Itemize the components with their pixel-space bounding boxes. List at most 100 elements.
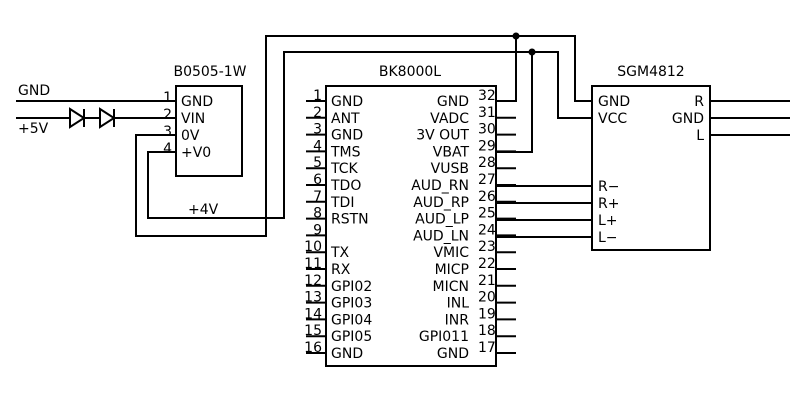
pin-label: RX	[331, 262, 351, 278]
pin-label: GPI02	[331, 279, 372, 295]
pin-number: 21	[478, 273, 496, 289]
pin-number: 16	[304, 340, 322, 356]
pin-label: L+	[598, 213, 618, 229]
pin-number: 25	[478, 206, 496, 222]
b0505-title: B0505-1W	[173, 64, 246, 80]
pin-label: GND	[672, 111, 704, 127]
junction-dot	[512, 32, 520, 40]
diode-icon	[84, 107, 122, 129]
pin-label: INR	[445, 312, 470, 328]
pin-label: VMIC	[433, 245, 469, 261]
sgm4812-body	[591, 85, 711, 251]
pin-number: 27	[478, 172, 496, 188]
pin-label: VUSB	[431, 161, 469, 177]
pin-number: 20	[478, 290, 496, 306]
pin-number: 11	[304, 256, 322, 272]
pin-label: GPI03	[331, 296, 372, 312]
pin-number: 19	[478, 306, 496, 322]
pin-label: +V0	[181, 145, 211, 161]
pin-number: 13	[304, 290, 322, 306]
pin-number: 1	[163, 90, 172, 106]
pin-number: 2	[163, 107, 172, 123]
pin-number: 9	[313, 222, 322, 238]
pin-label: 3V OUT	[416, 128, 469, 144]
pin-label: 0V	[181, 128, 200, 144]
pin-number: 4	[313, 138, 322, 154]
pin-number: 12	[304, 273, 322, 289]
pin-label: ANT	[331, 111, 360, 127]
pin-number: 30	[478, 122, 496, 138]
pin-number: 14	[304, 306, 322, 322]
pin-label: GND	[331, 346, 363, 362]
pin-number: 2	[313, 105, 322, 121]
pin-label: GPI011	[419, 329, 469, 345]
b0505-pins: 1 GND 2 VIN 3 0V 4 +V0	[163, 90, 213, 161]
pin-number: 24	[478, 222, 496, 238]
pin-label: TX	[330, 245, 350, 261]
pin-label: L	[696, 128, 704, 144]
pin-label: GND	[598, 94, 630, 110]
pin-number: 17	[478, 340, 496, 356]
pin-label: GND	[181, 94, 213, 110]
pin-number: 5	[313, 155, 322, 171]
sgm4812-title: SGM4812	[617, 64, 684, 80]
pin-number: 29	[478, 138, 496, 154]
pin-number: 8	[313, 206, 322, 222]
pin-number: 10	[304, 239, 322, 255]
net-label-5v: +5V	[18, 121, 49, 137]
b0505-body	[175, 85, 243, 177]
pin-label: R−	[598, 179, 619, 195]
wire-bk-gnd	[496, 36, 517, 102]
pin-number: 3	[163, 124, 172, 140]
pin-label: GND	[437, 346, 469, 362]
pin-number: 15	[304, 323, 322, 339]
junction-dot	[528, 48, 536, 56]
diode-icon	[62, 107, 86, 129]
pin-label: GPI04	[331, 312, 372, 328]
wire-b0505-v0	[147, 51, 592, 219]
pin-label: GND	[437, 94, 469, 110]
pin-label: TDO	[330, 178, 361, 194]
pin-label: R+	[598, 196, 619, 212]
pin-number: 6	[313, 172, 322, 188]
pin-label: AUD_LP	[415, 212, 469, 228]
pin-label: MICN	[433, 279, 469, 295]
pin-number: 28	[478, 155, 496, 171]
pin-number: 31	[478, 105, 496, 121]
pin-label: VADC	[430, 111, 469, 127]
net-label-4v: +4V	[188, 202, 219, 218]
pin-label: VBAT	[433, 144, 470, 160]
pin-label: RSTN	[331, 212, 369, 228]
pin-number: 18	[478, 323, 496, 339]
pin-number: 1	[313, 88, 322, 104]
component-b0505: B0505-1W 1 GND 2 VIN 3 0V 4 +V0	[163, 64, 247, 177]
pin-label: MICP	[435, 262, 469, 278]
pin-number: 7	[313, 189, 322, 205]
pin-label: GPI05	[331, 329, 372, 345]
pin-label: VIN	[181, 111, 205, 127]
pin-number: 23	[478, 239, 496, 255]
pin-label: GND	[331, 128, 363, 144]
bk8000l-body	[325, 85, 497, 367]
net-label-gnd: GND	[18, 83, 50, 99]
pin-label: AUD_RP	[413, 195, 469, 211]
pin-number: 4	[163, 141, 172, 157]
pin-label: TCK	[330, 161, 359, 177]
pin-label: TDI	[330, 195, 354, 211]
wire-b0505-0v	[135, 35, 592, 237]
pin-label: VCC	[598, 111, 627, 127]
pin-label: GND	[331, 94, 363, 110]
pin-label: L−	[598, 230, 618, 246]
pin-label: INL	[447, 296, 470, 312]
pin-label: AUD_LN	[413, 228, 469, 244]
pin-number: 26	[478, 189, 496, 205]
bk8000l-title: BK8000L	[379, 64, 441, 80]
pin-number: 3	[313, 122, 322, 138]
